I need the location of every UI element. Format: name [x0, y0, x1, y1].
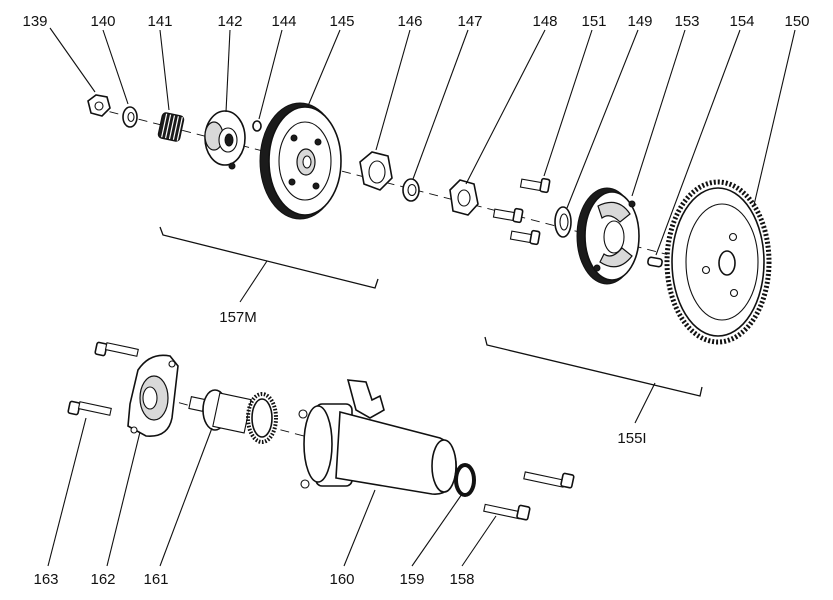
- label-147: 147: [457, 13, 482, 30]
- part-142-clutch-gear: [204, 110, 246, 170]
- part-labels: 139 140 141 142 144 145 146 147 148 151 …: [22, 13, 809, 588]
- bracket-157M: [159, 226, 379, 303]
- part-145-pulley: [259, 102, 342, 220]
- part-148-flange-nut: [449, 179, 479, 216]
- part-150-ring-gear: [664, 179, 772, 345]
- label-151: 151: [581, 13, 606, 30]
- part-146-spacer: [359, 151, 393, 191]
- label-144: 144: [271, 13, 296, 30]
- label-149: 149: [627, 13, 652, 30]
- label-139: 139: [22, 13, 47, 30]
- part-162-cover: [127, 354, 179, 437]
- label-153: 153: [674, 13, 699, 30]
- label-145: 145: [329, 13, 354, 30]
- part-151-bolts: [492, 177, 551, 246]
- bolt-163-upper: [94, 341, 139, 357]
- label-142: 142: [217, 13, 242, 30]
- bolt-158-lower: [483, 503, 531, 521]
- label-154: 154: [729, 13, 754, 30]
- label-157M: 157M: [219, 309, 257, 326]
- bolt-163-lower: [67, 400, 112, 416]
- part-160-starter-motor: [298, 379, 457, 495]
- part-154-pin: [647, 256, 663, 268]
- label-163: 163: [33, 571, 58, 588]
- label-150: 150: [784, 13, 809, 30]
- label-162: 162: [90, 571, 115, 588]
- leader-lines: [47, 27, 796, 567]
- part-153-clutch-shoe: [576, 187, 640, 285]
- label-140: 140: [90, 13, 115, 30]
- part-158-bolts: [483, 471, 575, 521]
- part-149-washer: [554, 206, 572, 238]
- part-163-bolts: [67, 341, 139, 416]
- label-160: 160: [329, 571, 354, 588]
- label-159: 159: [399, 571, 424, 588]
- bolt-158-upper: [523, 471, 575, 489]
- label-148: 148: [532, 13, 557, 30]
- label-141: 141: [147, 13, 172, 30]
- part-161-starter-drive: [188, 389, 278, 444]
- label-161: 161: [143, 571, 168, 588]
- part-147-washer: [402, 178, 420, 202]
- bolt-151-lower: [509, 229, 541, 246]
- bolt-151-upper: [519, 177, 551, 194]
- bracket-155I: [484, 336, 703, 424]
- part-141-needle-bearing: [157, 112, 185, 142]
- part-139-hex-nut: [87, 94, 111, 117]
- part-144-roller: [252, 120, 262, 132]
- part-140-washer: [122, 106, 138, 128]
- label-158: 158: [449, 571, 474, 588]
- label-146: 146: [397, 13, 422, 30]
- label-155I: 155I: [617, 430, 646, 447]
- part-159-o-ring: [454, 463, 476, 497]
- bolt-151-middle: [492, 207, 524, 224]
